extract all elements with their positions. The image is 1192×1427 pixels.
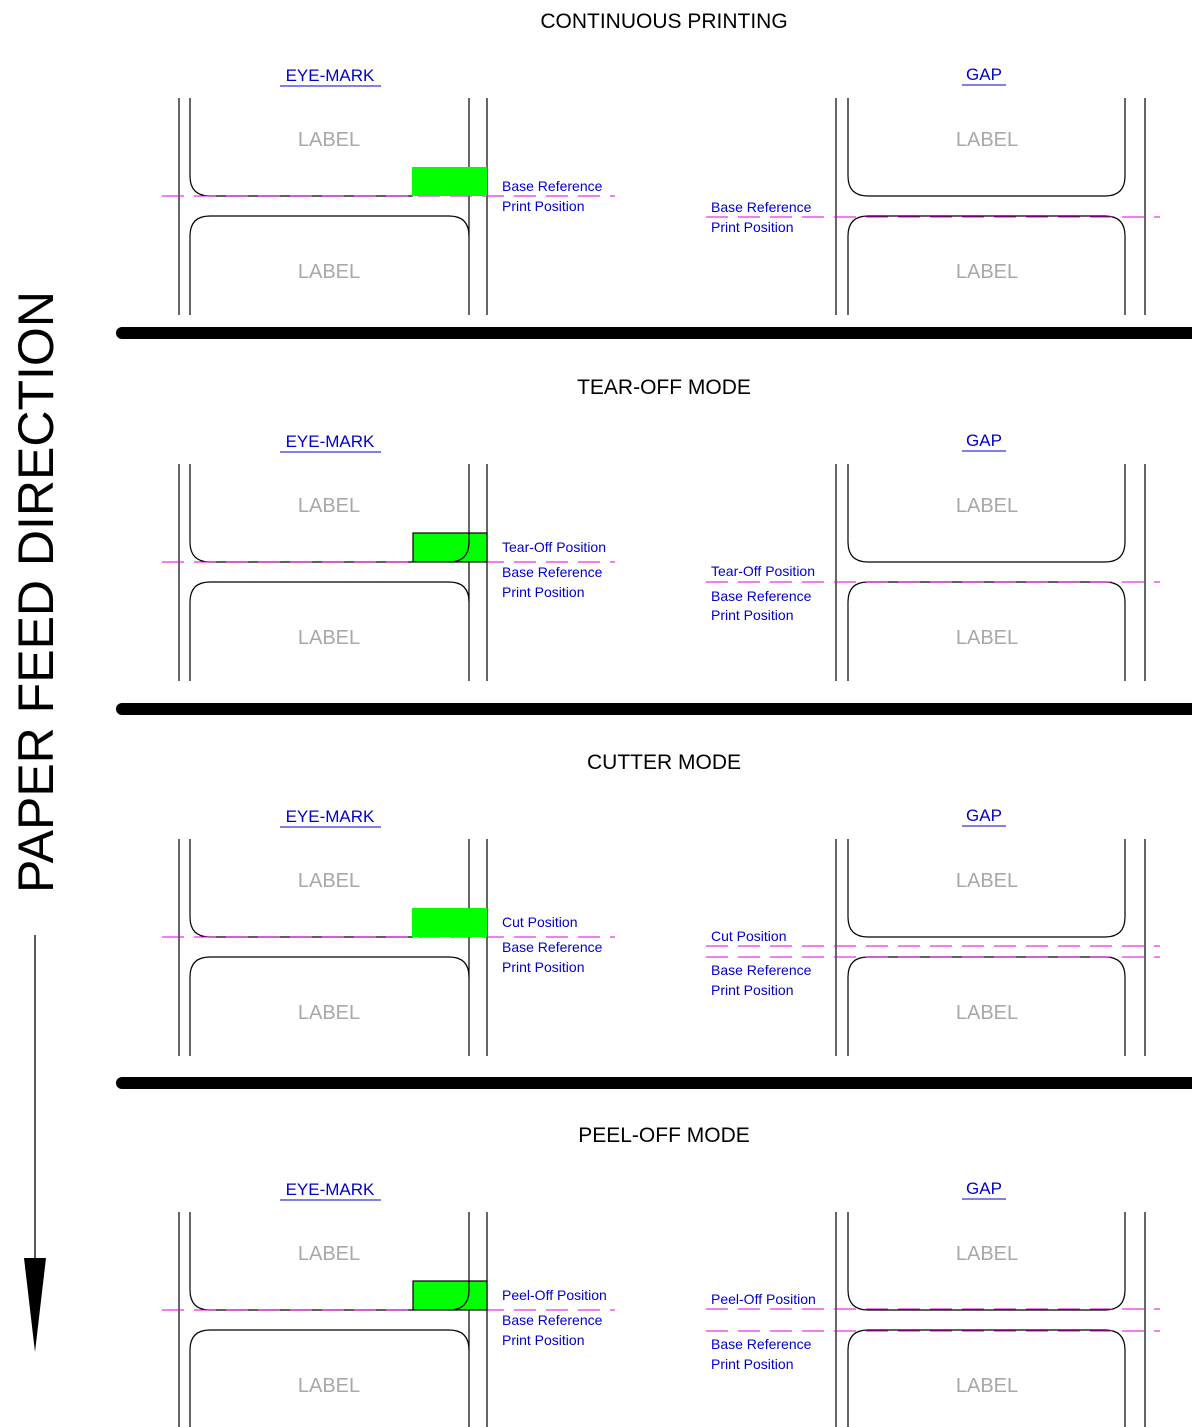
gap-label-text-lower: LABEL — [956, 261, 1018, 283]
label-text-lower: LABEL — [298, 1375, 360, 1397]
eye-annotation: Base Reference — [502, 939, 603, 955]
gap-lower-label-outline — [847, 1329, 1126, 1427]
gap-annotation: Print Position — [711, 982, 793, 998]
gap-annotation: Base Reference — [711, 199, 812, 215]
gap-label-text-upper: LABEL — [956, 129, 1018, 151]
gap-label-text-lower: LABEL — [956, 1002, 1018, 1024]
gap-title: GAP — [966, 806, 1002, 825]
eye-mark — [412, 532, 488, 563]
label-text-upper: LABEL — [298, 1243, 360, 1265]
label-text-lower: LABEL — [298, 1002, 360, 1024]
eye-annotation: Print Position — [502, 584, 584, 600]
label-text-upper: LABEL — [298, 495, 360, 517]
eye-annotation: Base Reference — [502, 564, 603, 580]
eye-annotation: Base Reference — [502, 1312, 603, 1328]
label-corner-over-mark — [448, 1281, 470, 1311]
eye-annotation: Tear-Off Position — [502, 539, 606, 555]
feed-direction-group: PAPER FEED DIRECTION — [8, 291, 64, 1352]
eye-annotation: Base Reference — [502, 178, 603, 194]
gap-label-text-lower: LABEL — [956, 1375, 1018, 1397]
section-title: TEAR-OFF MODE — [577, 376, 751, 399]
eye-mark-title: EYE-MARK — [286, 66, 375, 85]
gap-title: GAP — [966, 431, 1002, 450]
gap-upper-label-outline — [847, 839, 1126, 938]
gap-title: GAP — [966, 1179, 1002, 1198]
gap-upper-label-outline — [847, 464, 1126, 563]
section-2: TEAR-OFF MODE EYE-MARK GAP LABEL LABEL Tear-O… — [162, 376, 1160, 681]
eye-mark — [412, 167, 487, 196]
label-text-lower: LABEL — [298, 261, 360, 283]
eye-annotation: Cut Position — [502, 914, 577, 930]
eye-annotation: Print Position — [502, 959, 584, 975]
gap-annotation: Print Position — [711, 607, 793, 623]
label-text-upper: LABEL — [298, 129, 360, 151]
label-text-upper: LABEL — [298, 870, 360, 892]
section-title: PEEL-OFF MODE — [578, 1124, 750, 1147]
gap-upper-label-outline — [847, 1212, 1126, 1311]
feed-direction-arrowhead — [24, 1258, 46, 1352]
gap-annotation: Peel-Off Position — [711, 1291, 816, 1307]
gap-title: GAP — [966, 65, 1002, 84]
gap-upper-label-outline — [847, 98, 1126, 197]
gap-lower-label-outline — [847, 581, 1126, 681]
lower-label-outline — [189, 956, 470, 1056]
gap-annotation: Print Position — [711, 219, 793, 235]
eye-annotation: Print Position — [502, 198, 584, 214]
section-title: CUTTER MODE — [587, 751, 741, 774]
lower-label-outline — [189, 581, 470, 681]
gap-annotation: Print Position — [711, 1356, 793, 1372]
eye-mark-title: EYE-MARK — [286, 807, 375, 826]
section-title: CONTINUOUS PRINTING — [540, 10, 787, 33]
label-text-lower: LABEL — [298, 627, 360, 649]
label-corner-over-mark — [448, 533, 470, 563]
gap-label-text-upper: LABEL — [956, 870, 1018, 892]
eye-mark-title: EYE-MARK — [286, 432, 375, 451]
gap-label-text-upper: LABEL — [956, 495, 1018, 517]
eye-mark — [412, 1280, 488, 1311]
eye-mark-title: EYE-MARK — [286, 1180, 375, 1199]
gap-annotation: Cut Position — [711, 928, 786, 944]
gap-annotation: Base Reference — [711, 962, 812, 978]
feed-direction-label: PAPER FEED DIRECTION — [8, 291, 64, 893]
gap-label-text-upper: LABEL — [956, 1243, 1018, 1265]
lower-label-outline — [189, 215, 470, 315]
section-3: CUTTER MODE EYE-MARK GAP LABEL LABEL Cut Posi… — [162, 751, 1160, 1056]
gap-label-text-lower: LABEL — [956, 627, 1018, 649]
eye-mark — [412, 908, 487, 937]
gap-annotation: Tear-Off Position — [711, 563, 815, 579]
eye-annotation: Peel-Off Position — [502, 1287, 607, 1303]
gap-annotation: Base Reference — [711, 588, 812, 604]
gap-annotation: Base Reference — [711, 1336, 812, 1352]
gap-lower-label-outline — [847, 956, 1126, 1056]
eye-annotation: Print Position — [502, 1332, 584, 1348]
section-4: PEEL-OFF MODE EYE-MARK GAP LABEL LABEL Peel-O… — [162, 1124, 1160, 1427]
lower-label-outline — [189, 1329, 470, 1427]
gap-lower-label-outline — [847, 215, 1126, 315]
